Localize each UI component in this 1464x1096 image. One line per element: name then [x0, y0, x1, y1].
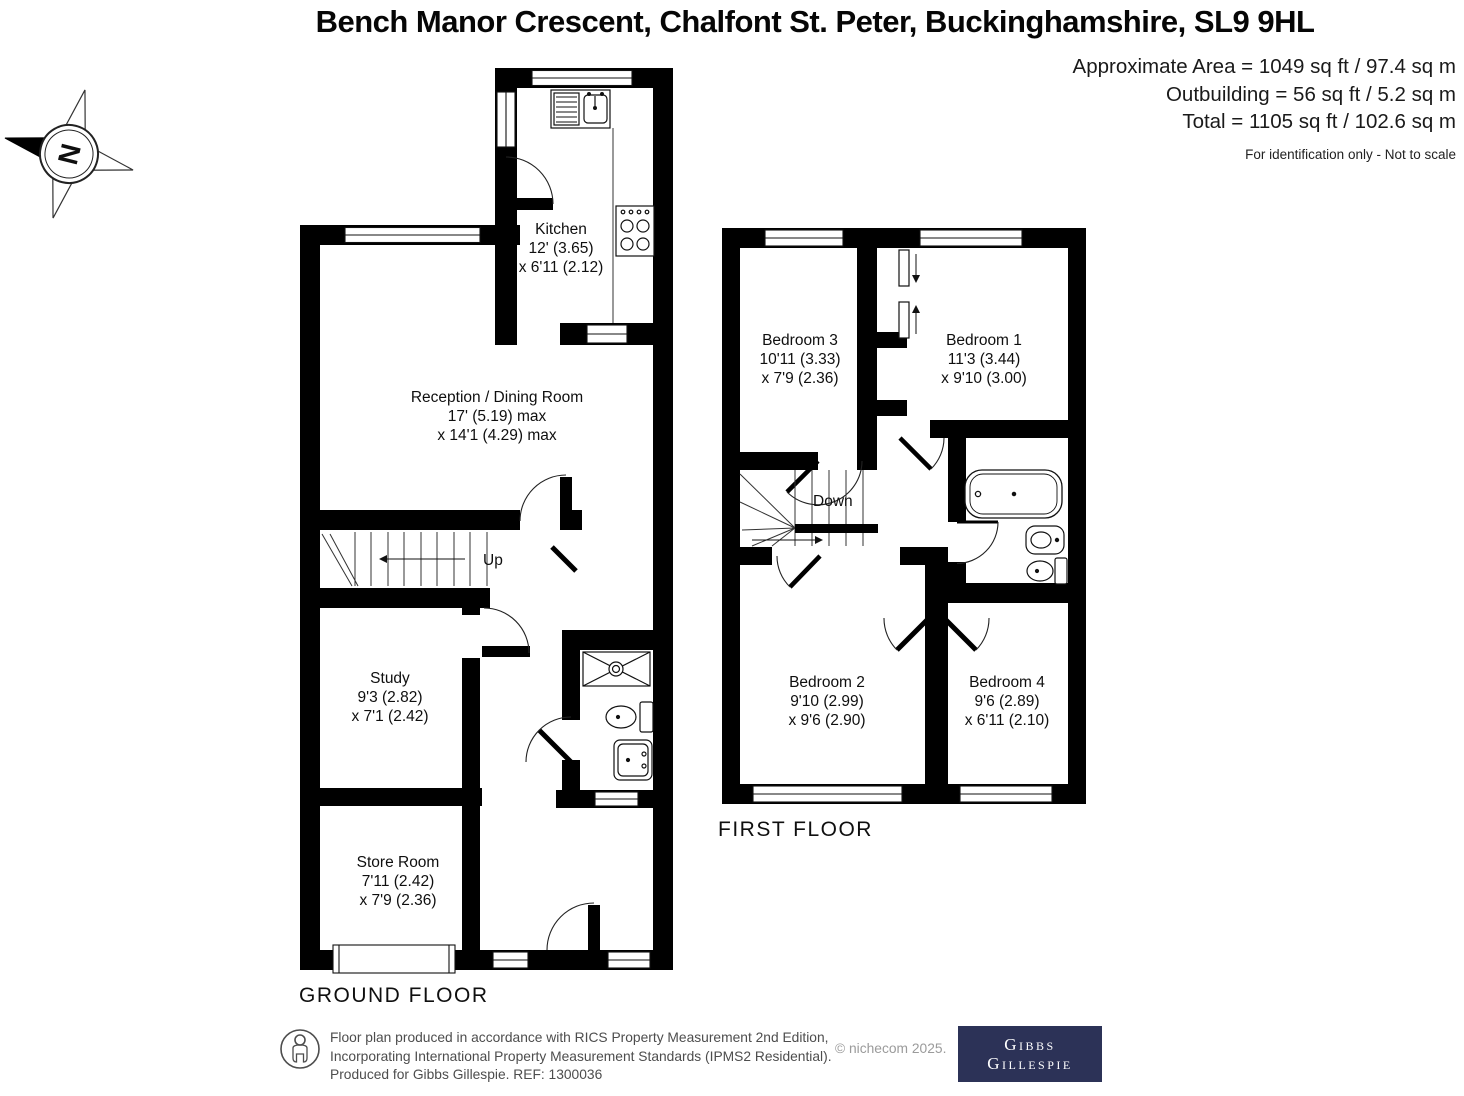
ground-floor-walls — [300, 68, 673, 970]
ground-floor-label: GROUND FLOOR — [299, 984, 489, 1007]
window — [594, 791, 639, 807]
basin-icon — [1025, 525, 1065, 555]
room-dim: 9'6 (2.89) — [975, 693, 1040, 710]
footer-disclaimer: Floor plan produced in accordance with R… — [330, 1029, 832, 1085]
door-arc — [525, 716, 573, 764]
ground-floor-doors — [482, 156, 600, 952]
room-dim: 7'11 (2.42) — [362, 873, 434, 890]
window — [919, 229, 1023, 247]
footer-line-1: Floor plan produced in accordance with R… — [330, 1030, 829, 1045]
door-arc — [942, 616, 990, 652]
total-area: Total = 1105 sq ft / 102.6 sq m — [1182, 110, 1456, 133]
room-label: Store Room — [357, 854, 440, 871]
window — [607, 951, 651, 969]
stairs-down-label: Down — [813, 493, 853, 510]
ground-floor-plan: Up Kitchen 12' (3.65) x 6'11 (2.12) Rece… — [299, 68, 673, 1007]
first-floor-label: FIRST FLOOR — [718, 818, 873, 841]
room-dim: x 6'11 (2.10) — [965, 712, 1050, 729]
shower-icon — [582, 651, 651, 687]
room-dim: 12' (3.65) — [529, 240, 594, 257]
door-arc — [505, 156, 554, 210]
room-dim: x 7'9 (2.36) — [359, 892, 436, 909]
first-floor-plan: Down Bedroom 3 10'11 (3.33) x 7'9 (2.36)… — [718, 228, 1086, 841]
room-dim: 9'3 (2.82) — [358, 689, 423, 706]
scale-disclaimer: For identification only - Not to scale — [1245, 146, 1456, 162]
window — [344, 226, 481, 244]
toilet-icon — [1026, 557, 1068, 585]
room-dim: x 7'1 (2.42) — [351, 708, 428, 725]
first-floor-windows — [752, 229, 1053, 803]
door-arc — [898, 436, 945, 471]
approximate-area: Approximate Area = 1049 sq ft / 97.4 sq … — [1072, 55, 1456, 78]
bath-icon — [964, 469, 1063, 519]
stairs-up — [321, 532, 488, 587]
hob-icon — [615, 205, 655, 257]
door-arc — [776, 554, 822, 589]
logo-line-1: Gibbs — [1004, 1035, 1056, 1054]
window — [332, 944, 456, 974]
gibbs-gillespie-logo: Gibbs Gillespie — [958, 1026, 1102, 1082]
window — [764, 229, 844, 247]
basin-icon — [613, 739, 653, 781]
cupboard-icon — [898, 249, 920, 339]
kitchen-sink-icon — [550, 89, 611, 129]
room-dim: x 9'10 (3.00) — [941, 370, 1027, 387]
door-arc — [550, 545, 578, 573]
toilet-icon — [605, 701, 654, 733]
room-label: Bedroom 2 — [789, 674, 865, 691]
room-label: Study — [370, 670, 410, 687]
room-dim: x 14'1 (4.29) max — [437, 427, 557, 444]
room-dim: 17' (5.19) max — [448, 408, 547, 425]
stairs-down — [739, 470, 878, 547]
window — [492, 951, 529, 969]
window — [531, 69, 633, 87]
footer-line-2: Incorporating International Property Mea… — [330, 1048, 832, 1064]
room-label: Bedroom 3 — [762, 332, 838, 349]
room-label: Bedroom 4 — [969, 674, 1045, 691]
room-dim: 11'3 (3.44) — [948, 351, 1020, 368]
door-arc — [883, 616, 931, 652]
window — [959, 785, 1053, 803]
room-dim: x 7'9 (2.36) — [761, 370, 838, 387]
page-title: Bench Manor Crescent, Chalfont St. Peter… — [315, 4, 1315, 39]
room-label: Bedroom 1 — [946, 332, 1022, 349]
room-dim: x 6'11 (2.12) — [519, 259, 604, 276]
door-arc — [956, 520, 999, 565]
outbuilding-area: Outbuilding = 56 sq ft / 5.2 sq m — [1165, 82, 1456, 106]
room-dim: 10'11 (3.33) — [759, 351, 840, 368]
logo-line-2: Gillespie — [987, 1054, 1073, 1073]
window — [752, 785, 903, 803]
person-icon — [280, 1029, 320, 1069]
area-summary: Approximate Area = 1049 sq ft / 97.4 sq … — [1073, 53, 1456, 168]
window — [586, 324, 628, 344]
front-door-arc — [546, 902, 600, 952]
first-floor-doors — [776, 436, 999, 652]
door-arc — [785, 459, 863, 506]
copyright-notice: © nichecom 2025. — [835, 1041, 947, 1056]
compass-rose-icon: N — [4, 89, 134, 219]
room-label: Kitchen — [535, 221, 587, 238]
door-arc — [519, 474, 572, 523]
room-dim: x 9'6 (2.90) — [788, 712, 865, 729]
ground-floor-windows — [332, 69, 651, 974]
room-label: Reception / Dining Room — [411, 389, 583, 406]
door-arc — [482, 607, 530, 657]
room-dim: 9'10 (2.99) — [790, 693, 864, 710]
window — [496, 91, 516, 148]
footer-line-3: Produced for Gibbs Gillespie. REF: 13000… — [330, 1067, 603, 1082]
stairs-up-label: Up — [483, 552, 503, 569]
